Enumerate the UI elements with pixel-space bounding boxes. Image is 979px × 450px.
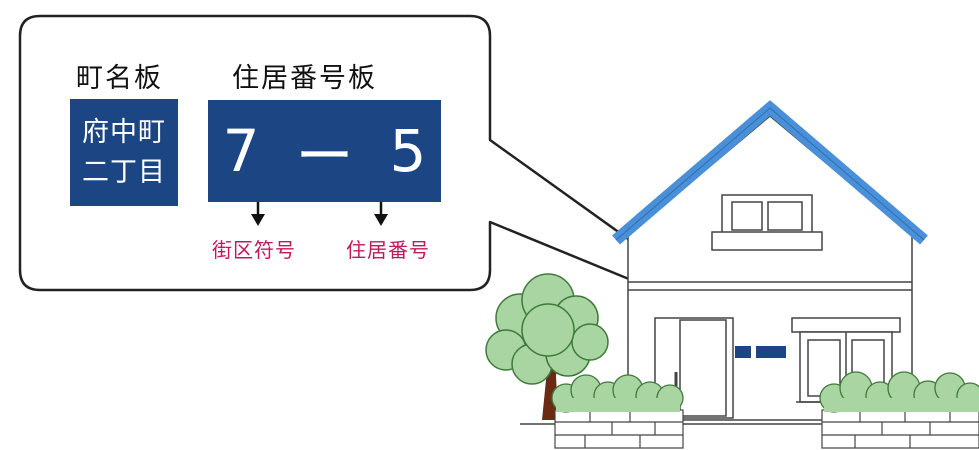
house-number: 5 bbox=[389, 117, 427, 185]
town-sign-heading: 町名板 bbox=[76, 63, 163, 94]
town-name-plate: 府中町 二丁目 bbox=[70, 99, 178, 206]
tree bbox=[485, 273, 609, 420]
house-address-plate bbox=[756, 346, 786, 358]
house bbox=[612, 100, 928, 421]
house-town-plate bbox=[735, 346, 751, 358]
left-hedge bbox=[551, 374, 684, 413]
town-name-line-1: 府中町 bbox=[82, 116, 166, 148]
left-wall bbox=[554, 409, 684, 449]
number-separator: ー bbox=[295, 122, 354, 190]
address-sign-heading: 住居番号板 bbox=[232, 63, 377, 94]
block-caption: 街区符号 bbox=[212, 238, 296, 262]
house-caption: 住居番号 bbox=[346, 238, 430, 262]
right-hedge bbox=[819, 371, 979, 413]
address-number-plate: 7 ー 5 bbox=[208, 100, 441, 202]
right-wall bbox=[821, 409, 979, 449]
block-number: 7 bbox=[222, 117, 260, 185]
town-name-line-2: 二丁目 bbox=[82, 156, 166, 188]
